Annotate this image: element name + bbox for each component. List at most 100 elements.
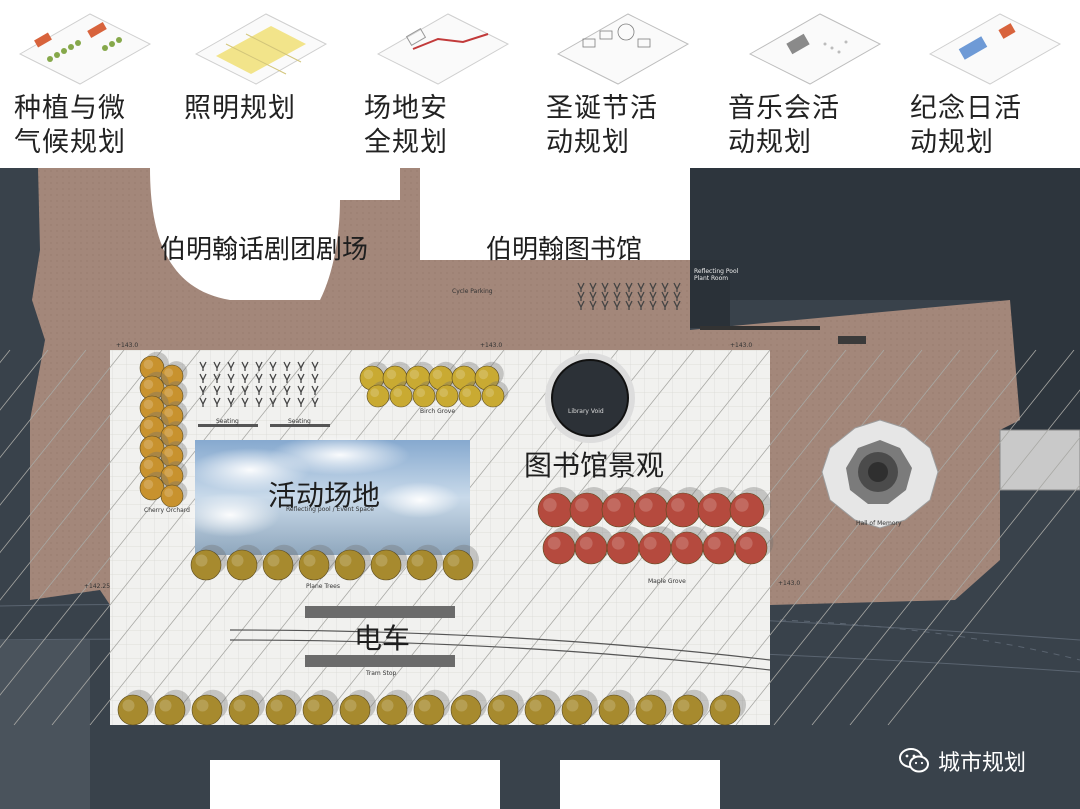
label-plane-trees: Plane Trees [306,583,340,590]
planting-plan-axonometric [18,13,152,85]
birch-tree [359,361,389,391]
plane-tree [406,544,443,581]
street-tree [561,689,598,726]
street-tree [191,689,228,726]
lighting-plan-axonometric [194,13,328,85]
bike-rack [241,373,249,383]
bike-rack [297,385,305,395]
level-marker-1: +143.0 [116,342,139,349]
site-plan-map [0,168,1080,809]
street-tree [672,689,709,726]
bike-rack [269,397,277,407]
bike-rack [199,361,207,371]
bike-rack [613,291,621,301]
label-seating-1: Seating [216,418,239,425]
tree-layer [117,351,774,726]
cherry-tree [160,461,188,488]
bike-rack [637,282,645,292]
birch-tree [451,361,481,391]
plane-tree [262,544,299,581]
bike-rack [589,282,597,292]
bike-rack [255,385,263,395]
birch-tree [382,361,412,391]
street-tree [376,689,413,726]
thumb-label-memorial: 纪念日活 动规划 [910,93,1022,158]
bike-rack [241,361,249,371]
christmas-plan-axonometric [556,13,690,85]
label-seating-2: Seating [288,418,311,425]
maple-tree [537,487,579,528]
birch-tree [405,361,435,391]
label-cycle-parking: Cycle Parking [452,288,493,295]
plane-tree [442,544,479,581]
street-tree [413,689,450,726]
label-hall-of-memory: Hall of Memory [856,520,902,527]
cherry-tree [160,381,188,408]
bike-rack [613,282,621,292]
cherry-tree [160,361,188,388]
bike-rack [213,397,221,407]
bike-rack [283,385,291,395]
level-marker-3: +143.0 [730,342,753,349]
label-birch-grove: Birch Grove [420,408,456,415]
memorial-plan-axonometric [928,13,1062,85]
thumb-lighting [186,4,336,88]
safety-plan-axonometric [376,13,510,85]
wechat-icon [899,748,929,773]
bike-rack [297,397,305,407]
bike-rack [661,291,669,301]
bike-rack [255,397,263,407]
bike-rack [601,291,609,301]
bike-rack [625,291,633,301]
level-marker-4: +142.25 [84,583,111,590]
bike-rack [269,373,277,383]
bike-rack [637,300,645,310]
bike-rack [213,385,221,395]
bike-rack [213,361,221,371]
bike-rack [199,385,207,395]
label-event-space: 活动场地 [268,479,381,512]
thumb-label-lighting: 照明规划 [184,93,296,124]
maple-tree [638,526,678,565]
bike-rack [589,291,597,301]
bike-rack [311,373,319,383]
level-marker-2: +143.0 [480,342,503,349]
watermark: 城市规划 [898,744,1026,778]
bike-rack [199,373,207,383]
thumb-planting [10,4,160,88]
maple-tree [606,526,646,565]
bike-rack [649,300,657,310]
bike-rack [613,300,621,310]
plane-tree [298,544,335,581]
thumb-safety [368,4,518,88]
concert-plan-axonometric [748,13,882,85]
bike-rack [601,282,609,292]
bike-rack [577,300,585,310]
label-theatre: 伯明翰话剧团剧场 [160,235,369,265]
bike-rack [661,282,669,292]
bike-rack [297,361,305,371]
bike-rack [673,300,681,310]
thumb-label-safety: 场地安 全规划 [364,93,448,158]
cherry-tree [160,481,188,508]
plane-tree [226,544,263,581]
maple-tree [734,526,774,565]
label-cherry-orchard: Cherry Orchard [144,507,190,514]
watermark-text: 城市规划 [938,751,1027,776]
bike-rack [199,397,207,407]
bike-rack [255,373,263,383]
library-void [551,359,629,437]
street-tree [598,689,635,726]
bike-rack [241,397,249,407]
street-tree [709,689,746,726]
thumb-christmas [548,4,698,88]
bike-rack [227,373,235,383]
plane-tree [370,544,407,581]
bike-rack [227,397,235,407]
bike-rack [577,291,585,301]
thumb-concert [740,4,890,88]
bike-rack [625,282,633,292]
street-tree [450,689,487,726]
bike-rack [213,373,221,383]
bike-rack [673,282,681,292]
